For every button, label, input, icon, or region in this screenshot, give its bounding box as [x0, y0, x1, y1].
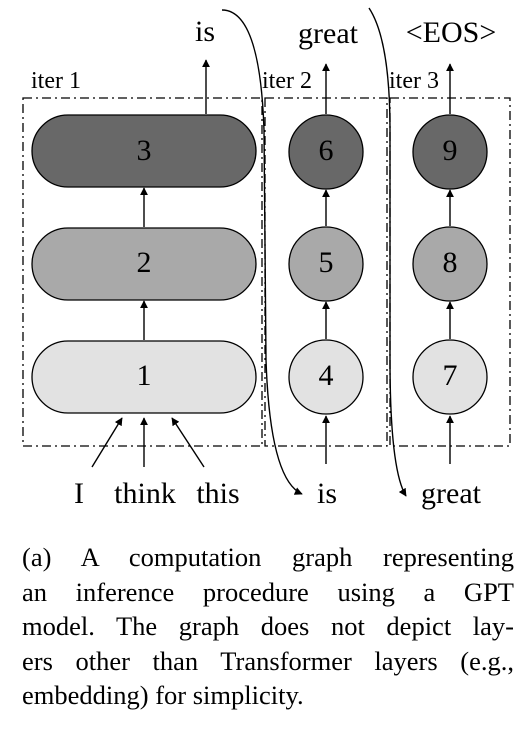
- layer-4-label: 4: [319, 359, 334, 392]
- output-token-iter-3: <EOS>: [406, 16, 497, 49]
- input-token-this: this: [196, 477, 239, 510]
- input-token-great: great: [421, 477, 482, 510]
- input-token-I: I: [74, 477, 84, 510]
- figure-caption: (a) A computation graph representing an …: [22, 540, 514, 713]
- caption-line-4: ers other than Transformer layers (e.g.,: [22, 645, 514, 676]
- layer-7-label: 7: [443, 359, 458, 392]
- caption-line-5: embedding) for simplicity.: [22, 680, 304, 710]
- computation-graph: iter 1 iter 2 iter 3 1 2 3 4 5 6 7 8 9: [22, 7, 511, 510]
- iter-2-label: iter 2: [262, 68, 312, 94]
- layer-8-label: 8: [443, 246, 458, 279]
- input-token-think: think: [114, 477, 176, 510]
- layer-6-label: 6: [319, 134, 334, 167]
- layer-5-label: 5: [319, 246, 334, 279]
- layer-3-node: [31, 114, 257, 188]
- caption-line-2: an inference procedure using a GPT: [22, 576, 514, 607]
- feedback-arrow-great: [368, 7, 407, 497]
- arrow-input-I: [91, 417, 123, 468]
- input-token-is: is: [317, 477, 337, 510]
- iter-3-label: iter 3: [389, 68, 439, 94]
- iter-1-frame: [22, 97, 263, 447]
- layer-4-node: [288, 339, 364, 415]
- layer-2-label: 2: [137, 246, 152, 279]
- output-token-iter-2: great: [298, 17, 359, 50]
- layer-9-label: 9: [443, 134, 458, 167]
- layer-9-node: [412, 114, 488, 190]
- layer-7-node: [412, 339, 488, 415]
- arrow-input-this: [171, 417, 205, 468]
- layer-2-node: [31, 227, 257, 301]
- caption-line-3: model. The graph does not depict lay-: [22, 611, 514, 641]
- layer-3-label: 3: [137, 134, 152, 167]
- layer-5-node: [288, 226, 364, 302]
- layer-6-node: [288, 114, 364, 190]
- layer-8-node: [412, 226, 488, 302]
- feedback-arrow-is: [221, 9, 303, 495]
- output-token-iter-1: is: [195, 15, 215, 48]
- layer-1-node: [31, 340, 257, 414]
- layer-1-label: 1: [137, 359, 152, 392]
- iter-1-label: iter 1: [31, 68, 81, 94]
- caption-line-1: (a) A computation graph representing: [22, 542, 514, 572]
